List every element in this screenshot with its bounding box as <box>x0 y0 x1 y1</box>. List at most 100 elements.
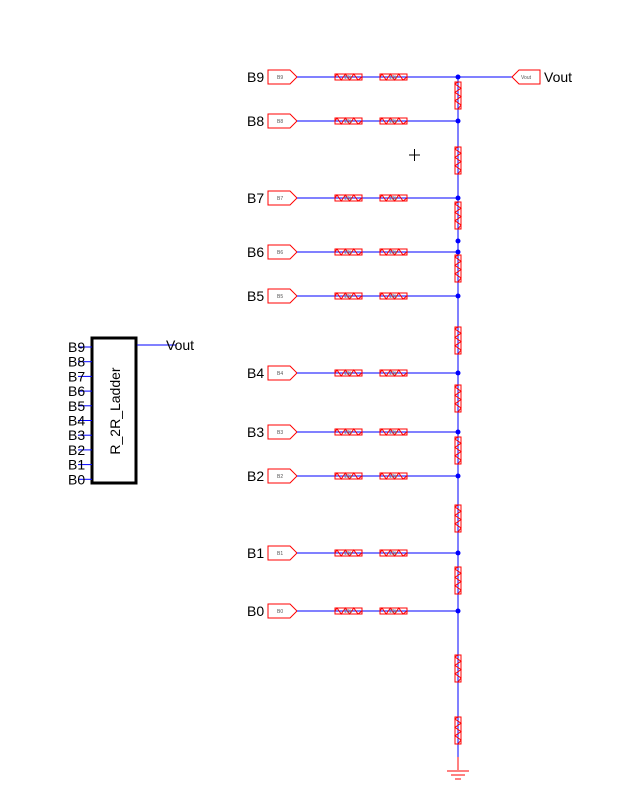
resistor-value: 10k <box>344 119 353 125</box>
input-port-B2 <box>267 468 298 484</box>
resistor-value: 10k <box>344 250 353 256</box>
resistor-value: 10k <box>344 551 353 557</box>
symbol-pin-label-B3: B3 <box>68 427 85 443</box>
resistor-value: 10k <box>344 609 353 615</box>
resistor-zigzag <box>334 472 363 480</box>
symbol-pin-label-B2: B2 <box>68 442 85 458</box>
bit-label-B7: B7 <box>247 190 264 206</box>
resistor-zigzag <box>454 716 462 745</box>
r2r-ladder-symbol <box>90 336 138 485</box>
input-port-B0 <box>267 603 298 619</box>
resistor-zigzag <box>334 194 363 202</box>
resistor-zigzag <box>379 472 408 480</box>
symbol-pin-label-B7: B7 <box>68 368 85 384</box>
resistor-value: 10k <box>389 119 398 125</box>
resistor-zigzag <box>334 549 363 557</box>
resistor-zigzag <box>454 504 462 533</box>
symbol-pin-label-B5: B5 <box>68 398 85 414</box>
bit-label-B3: B3 <box>247 424 264 440</box>
resistor-value: 10k <box>344 196 353 202</box>
vout-label: Vout <box>544 69 572 85</box>
input-port-B4 <box>267 365 298 381</box>
junction-dot <box>455 429 461 435</box>
bit-label-B0: B0 <box>247 603 264 619</box>
symbol-pin-label-B0: B0 <box>68 471 85 487</box>
input-port-B9 <box>267 69 298 85</box>
port-text-B8: B8 <box>277 119 283 125</box>
junction-dot <box>455 118 461 124</box>
junction-dot <box>455 370 461 376</box>
port-text-B7: B7 <box>277 196 283 202</box>
resistor-zigzag <box>454 146 462 175</box>
resistor-zigzag <box>379 194 408 202</box>
symbol-pin-label-B4: B4 <box>68 413 85 429</box>
junction-dot <box>455 195 461 201</box>
port-text-B1: B1 <box>277 551 283 557</box>
resistor-zigzag <box>334 428 363 436</box>
resistor-value: 10k <box>344 430 353 436</box>
junction-dot <box>455 608 461 614</box>
resistor-value: 10k <box>389 371 398 377</box>
port-text-B4: B4 <box>277 371 283 377</box>
resistor-zigzag <box>334 292 363 300</box>
bit-label-B5: B5 <box>247 288 264 304</box>
resistor-zigzag <box>379 607 408 615</box>
symbol-name: R_2R_Ladder <box>107 367 123 455</box>
port-text-B3: B3 <box>277 430 283 436</box>
resistor-zigzag <box>334 117 363 125</box>
bit-label-B8: B8 <box>247 113 264 129</box>
junction-dot <box>455 238 461 244</box>
output-port-vout <box>511 69 541 85</box>
resistor-zigzag <box>454 81 462 110</box>
junction-dot <box>455 249 461 255</box>
bit-label-B1: B1 <box>247 545 264 561</box>
symbol-pin-label-vout: Vout <box>166 337 194 353</box>
resistor-value: 10k <box>344 75 353 81</box>
port-text-B0: B0 <box>277 609 283 615</box>
port-text-B6: B6 <box>277 250 283 256</box>
input-port-B7 <box>267 190 298 206</box>
junction-dot <box>455 550 461 556</box>
resistor-value: 10k <box>344 294 353 300</box>
resistor-zigzag <box>379 428 408 436</box>
resistor-value: 10k <box>389 430 398 436</box>
resistor-value: 10k <box>389 474 398 480</box>
input-port-B3 <box>267 424 298 440</box>
resistor-zigzag <box>334 73 363 81</box>
resistor-zigzag <box>334 248 363 256</box>
input-port-B1 <box>267 545 298 561</box>
resistor-zigzag <box>454 654 462 683</box>
input-port-B5 <box>267 288 298 304</box>
resistor-value: 10k <box>389 250 398 256</box>
resistor-zigzag <box>454 566 462 595</box>
resistor-value: 10k <box>389 75 398 81</box>
resistor-zigzag <box>454 436 462 465</box>
resistor-zigzag <box>379 117 408 125</box>
resistor-value: 10k <box>389 609 398 615</box>
junction-dot <box>455 293 461 299</box>
symbol-pin-label-B1: B1 <box>68 457 85 473</box>
resistor-zigzag <box>334 369 363 377</box>
resistor-value: 10k <box>344 371 353 377</box>
resistor-zigzag <box>379 248 408 256</box>
resistor-zigzag <box>379 369 408 377</box>
resistor-zigzag <box>379 549 408 557</box>
resistor-value: 10k <box>344 474 353 480</box>
symbol-pin-label-B6: B6 <box>68 383 85 399</box>
resistor-zigzag <box>454 254 462 283</box>
resistor-zigzag <box>379 292 408 300</box>
resistor-zigzag <box>454 201 462 230</box>
bit-label-B6: B6 <box>247 244 264 260</box>
resistor-zigzag <box>454 326 462 355</box>
output-port-text: Vout <box>521 75 532 81</box>
resistor-value: 10k <box>389 294 398 300</box>
resistor-value: 10k <box>389 196 398 202</box>
bit-label-B2: B2 <box>247 468 264 484</box>
port-text-B9: B9 <box>277 75 283 81</box>
resistor-zigzag <box>454 384 462 413</box>
symbol-pin-label-B9: B9 <box>68 339 85 355</box>
port-text-B5: B5 <box>277 294 283 300</box>
symbol-pin-label-B8: B8 <box>68 354 85 370</box>
input-port-B8 <box>267 113 298 129</box>
